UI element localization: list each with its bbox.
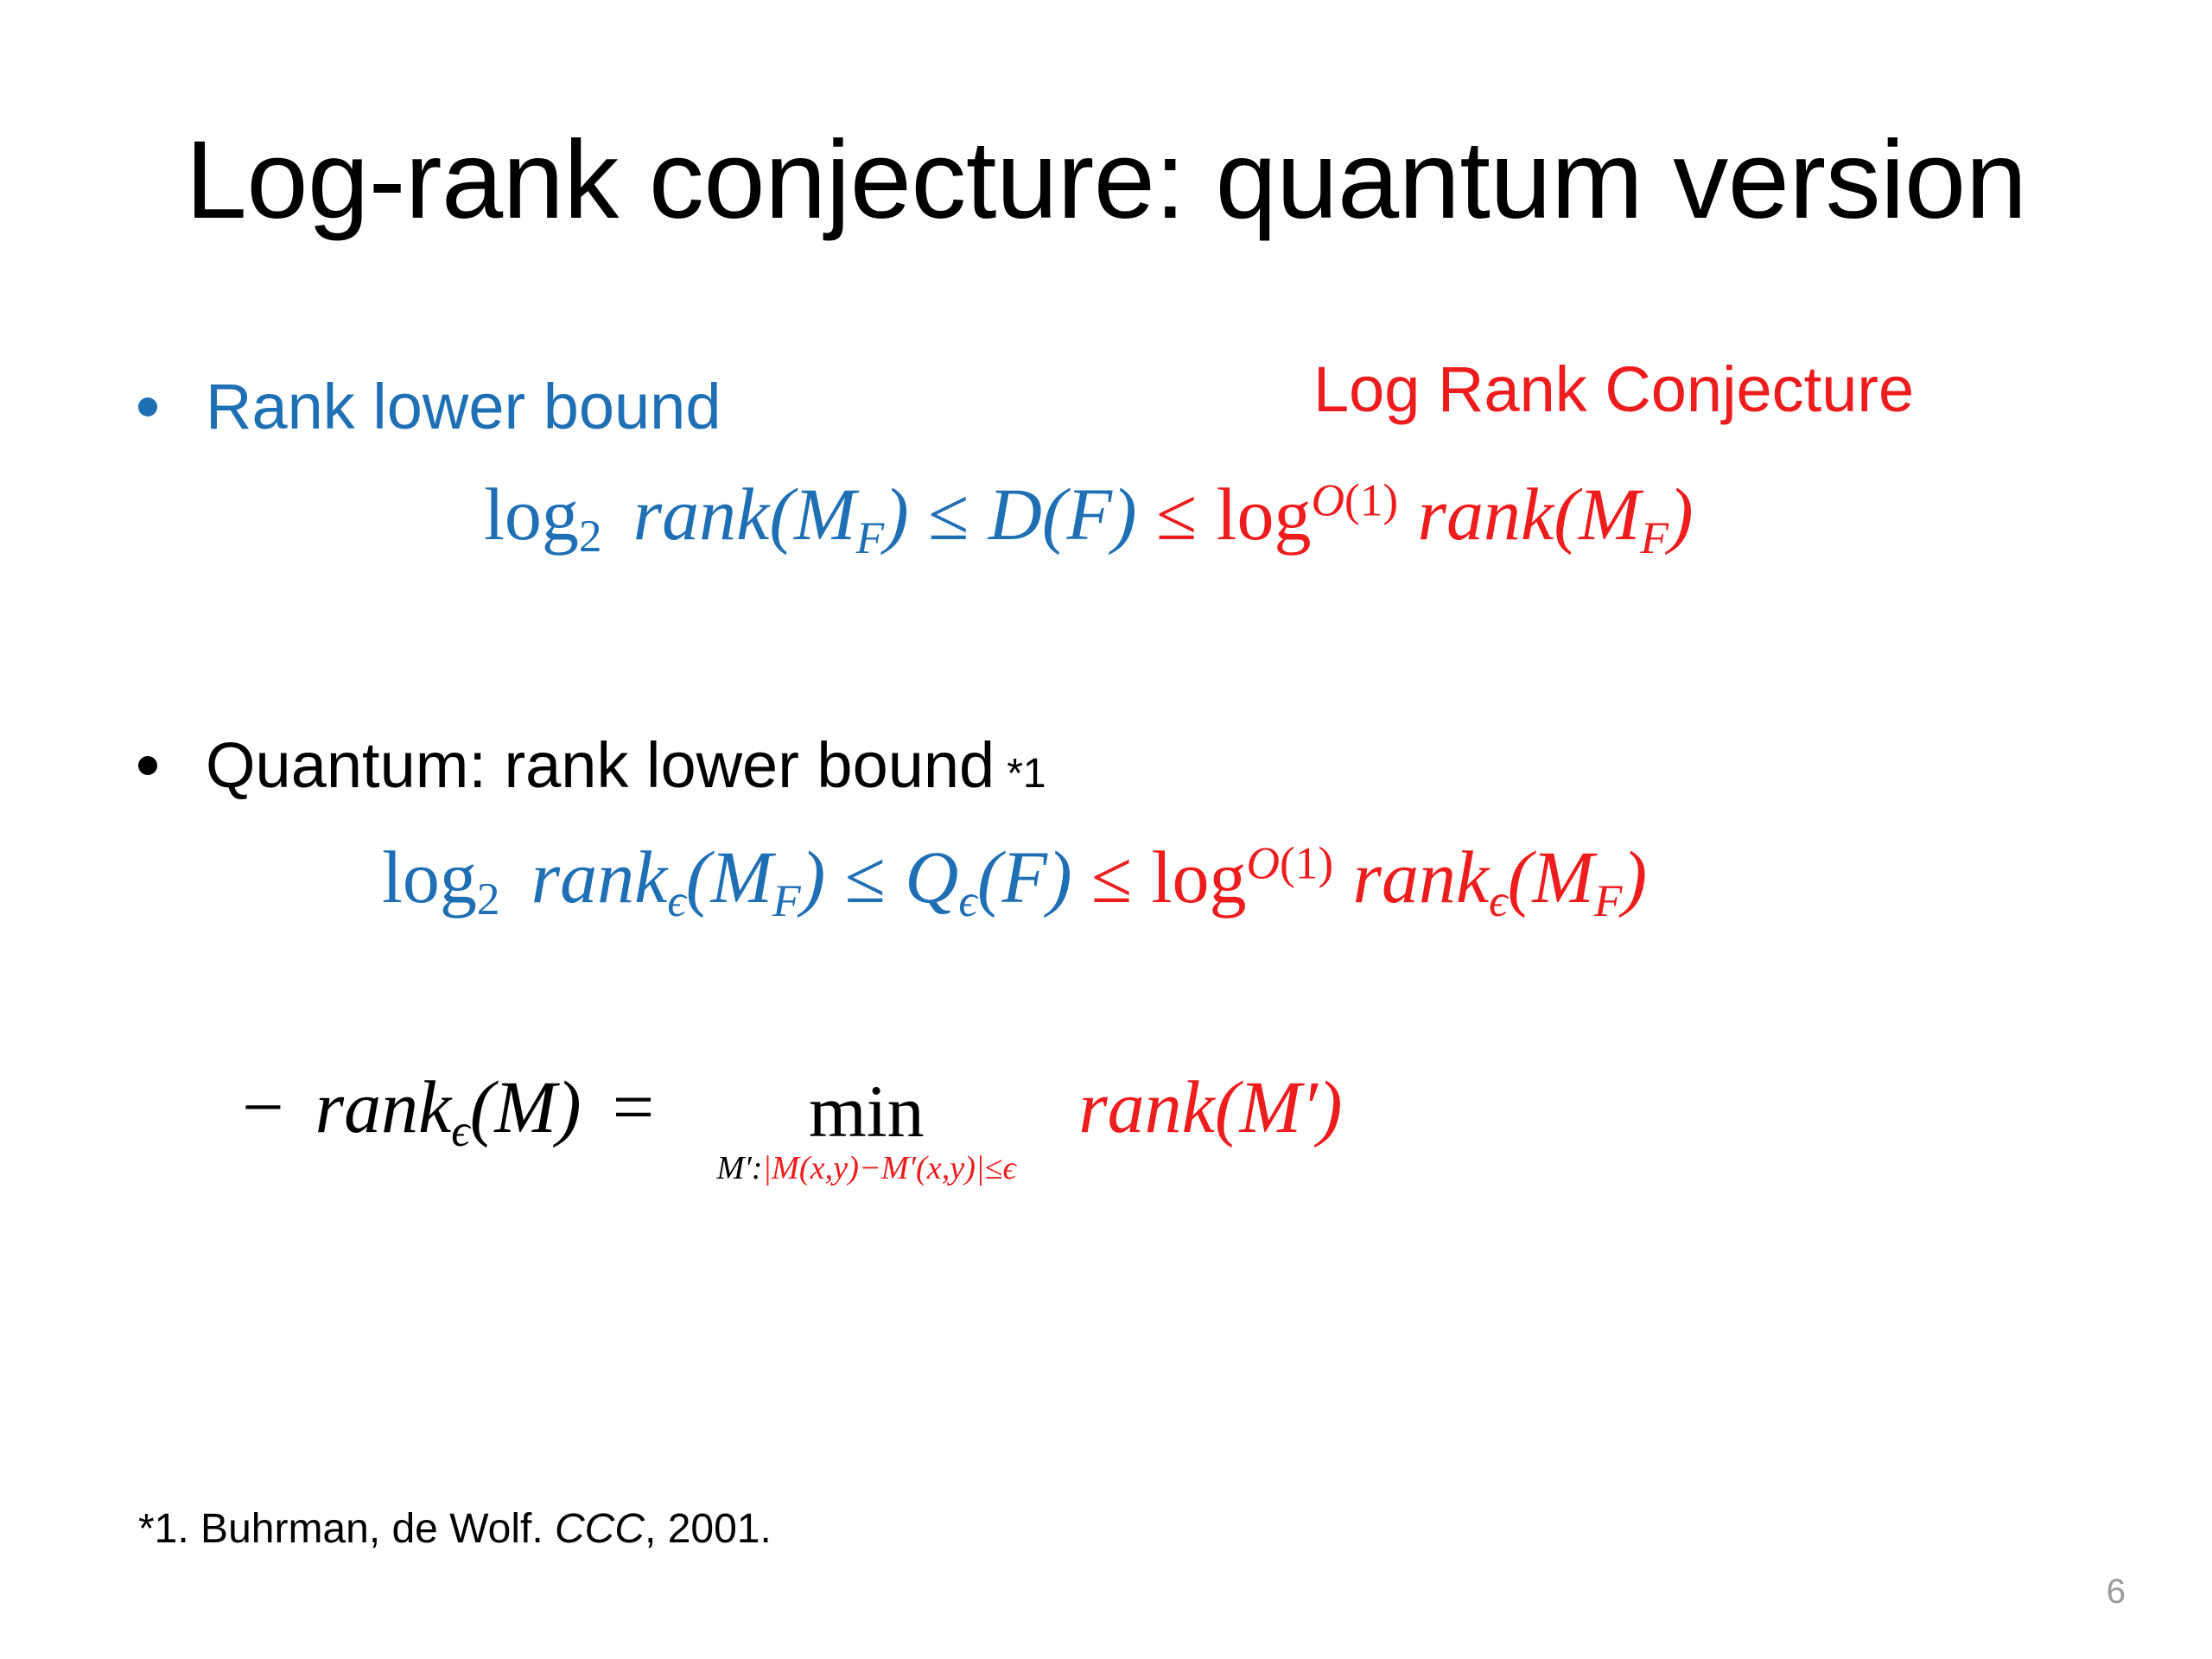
page-number: 6 <box>2106 1573 2126 1611</box>
page-title: Log-rank conjecture: quantum version <box>185 118 2027 242</box>
min-operator-limit: M′:|M(x,y)−M′(x,y)|≤ϵ <box>716 1150 1016 1187</box>
footnote-prefix: *1. Buhrman, de Wolf. <box>138 1506 556 1552</box>
footnote-suffix: , 2001. <box>645 1506 772 1552</box>
footnote-reference-mark: *1 <box>1007 751 1046 797</box>
bullet-item-quantum-rank-lower-bound: Quantum: rank lower bound *1 <box>138 730 1046 800</box>
min-operator-label: min <box>808 1070 925 1154</box>
footnote: *1. Buhrman, de Wolf. CCC, 2001. <box>138 1505 772 1553</box>
bullet-dot-icon <box>138 397 157 416</box>
bullet-dot-icon <box>138 756 157 775</box>
bullet-label: Quantum: rank lower bound <box>206 729 995 801</box>
bullet-item-rank-lower-bound: Rank lower bound <box>138 372 721 442</box>
bullet-label: Rank lower bound <box>206 371 721 442</box>
footnote-venue: CCC <box>555 1506 645 1552</box>
log-rank-conjecture-heading: Log Rank Conjecture <box>1313 353 1915 425</box>
